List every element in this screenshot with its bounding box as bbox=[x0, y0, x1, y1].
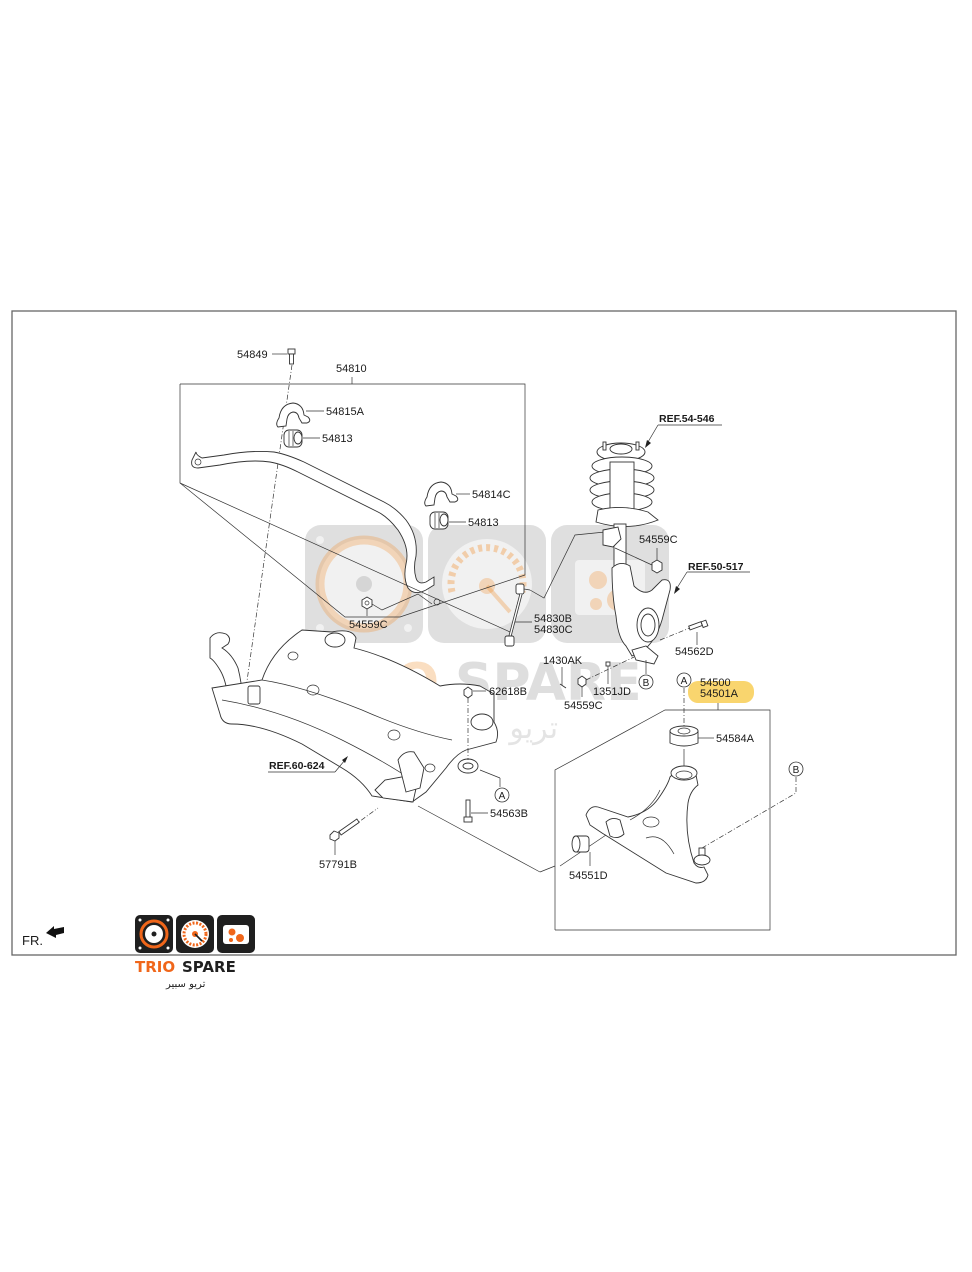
marker-b-knuckle-label: B bbox=[643, 678, 650, 689]
nut-icon bbox=[577, 675, 587, 688]
strut-assembly: REF.54-546 bbox=[589, 413, 722, 603]
marker-b-arm-label: B bbox=[793, 765, 800, 776]
callout-54813-right[interactable]: 54813 bbox=[468, 517, 499, 529]
callout-54563B[interactable]: 54563B bbox=[490, 808, 528, 820]
marker-a-crossmember-label: A bbox=[499, 791, 506, 802]
lower-arm-group: 54500 54501A A 54584A bbox=[554, 672, 804, 931]
brand-logo: TRIO SPARE تريو سبير bbox=[135, 915, 255, 990]
crossmember bbox=[209, 629, 556, 873]
knuckle: REF.50-517 bbox=[611, 561, 750, 665]
marker-a-arm-label: A bbox=[681, 676, 688, 687]
nut-icon bbox=[463, 686, 473, 699]
callout-54813-left[interactable]: 54813 bbox=[322, 433, 353, 445]
front-direction-indicator: FR. bbox=[22, 926, 64, 948]
bolt-icon bbox=[463, 799, 473, 823]
bolt-icon bbox=[329, 818, 360, 842]
stabilizer-bar bbox=[191, 450, 435, 593]
callout-54849[interactable]: 54849 bbox=[237, 349, 268, 361]
marker-b-arm bbox=[788, 761, 804, 777]
callout-54584A[interactable]: 54584A bbox=[716, 733, 755, 745]
bushing-icon bbox=[669, 725, 699, 747]
bushing-icon bbox=[283, 429, 303, 448]
bracket-icon bbox=[424, 481, 459, 507]
nut-icon bbox=[361, 596, 373, 610]
callout-54814C[interactable]: 54814C bbox=[472, 489, 511, 501]
callout-54501A[interactable]: 54501A bbox=[700, 688, 739, 700]
bushing-icon bbox=[429, 511, 449, 530]
marker-b-knuckle bbox=[638, 674, 654, 690]
callout-57791B[interactable]: 57791B bbox=[319, 859, 357, 871]
callout-54562D[interactable]: 54562D bbox=[675, 646, 714, 658]
arrow-icon bbox=[46, 926, 64, 938]
callout-54559C-stabilizer[interactable]: 54559C bbox=[349, 619, 388, 631]
logo-brand-right: SPARE bbox=[182, 958, 236, 976]
callout-54815A[interactable]: 54815A bbox=[326, 406, 365, 418]
stabilizer-link bbox=[504, 531, 606, 647]
diagram-frame bbox=[11, 310, 957, 956]
callout-54830C[interactable]: 54830C bbox=[534, 624, 573, 636]
bolt-icon bbox=[287, 348, 296, 365]
callout-1351JD[interactable]: 1351JD bbox=[593, 686, 631, 698]
marker-a-crossmember bbox=[494, 787, 510, 803]
callout-ref-54-546[interactable]: REF.54-546 bbox=[659, 413, 715, 425]
callout-ref-50-517[interactable]: REF.50-517 bbox=[688, 561, 744, 573]
logo-arabic: تريو سبير bbox=[165, 979, 206, 990]
bolt-icon bbox=[605, 661, 611, 667]
logo-brand-left: TRIO bbox=[135, 958, 175, 976]
bushing-icon bbox=[571, 835, 590, 853]
callout-ref-60-624[interactable]: REF.60-624 bbox=[269, 760, 325, 772]
callout-62618B[interactable]: 62618B bbox=[489, 686, 527, 698]
callout-54559C-knuckle[interactable]: 54559C bbox=[564, 700, 603, 712]
bracket-icon bbox=[276, 402, 311, 428]
callout-54830B[interactable]: 54830B bbox=[534, 613, 572, 625]
callout-54559C-strut[interactable]: 54559C bbox=[639, 534, 678, 546]
callout-54551D[interactable]: 54551D bbox=[569, 870, 608, 882]
callout-1430AK[interactable]: 1430AK bbox=[543, 655, 583, 667]
front-label: FR. bbox=[22, 933, 43, 948]
marker-a-arm bbox=[676, 672, 692, 688]
stabilizer-group: 54810 54849 54815A 54813 bbox=[179, 348, 526, 696]
callout-54500[interactable]: 54500 bbox=[700, 677, 731, 689]
callout-54810[interactable]: 54810 bbox=[336, 363, 367, 375]
highlight-pill bbox=[688, 681, 754, 703]
